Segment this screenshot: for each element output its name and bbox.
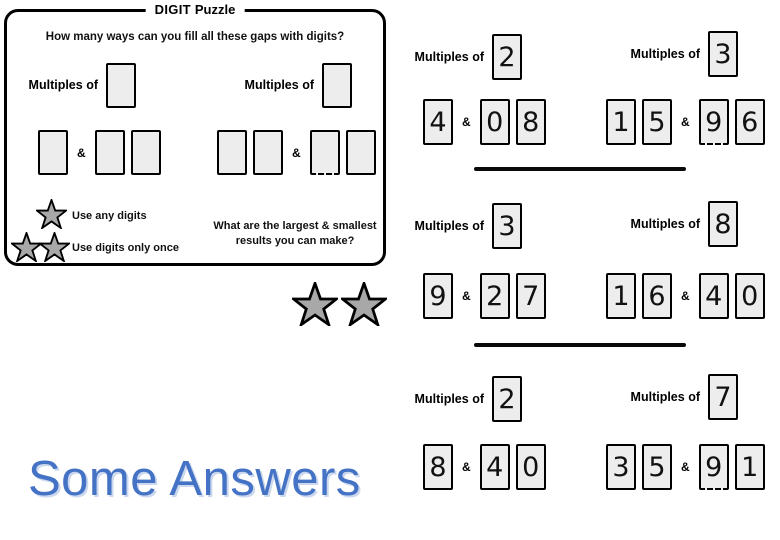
multiple-digit-box: 8 bbox=[708, 201, 738, 247]
multiples-of-label: Multiples of bbox=[414, 219, 484, 233]
answer-digit-row: 1 5 & 9 6 bbox=[606, 99, 765, 145]
multiple-digit-box: 3 bbox=[708, 31, 738, 77]
answer-digit-row: 3 5 & 9 1 bbox=[606, 444, 765, 490]
ampersand: & bbox=[681, 460, 690, 474]
multiples-of-label: Multiples of bbox=[414, 392, 484, 406]
panel-multiples-row-right: Multiples of bbox=[238, 62, 352, 108]
digit-box: 3 bbox=[606, 444, 636, 490]
panel-title-strong: DIGIT bbox=[154, 2, 191, 17]
answer-digit-row: 1 6 & 4 0 bbox=[606, 273, 765, 319]
panel-title-rest: Puzzle bbox=[194, 2, 236, 17]
multiples-of-label: Multiples of bbox=[630, 390, 700, 404]
empty-digit-box bbox=[38, 130, 68, 175]
digit-box: 4 bbox=[423, 99, 453, 145]
challenge-line-2: results you can make? bbox=[235, 235, 355, 247]
answer-block-multiples-row: Multiples of 8 bbox=[624, 201, 738, 247]
digit-box: 9 bbox=[423, 273, 453, 319]
multiple-digit-box: 2 bbox=[492, 376, 522, 422]
panel-gap-row-left: & bbox=[38, 130, 161, 175]
challenge-text: What are the largest & smallest results … bbox=[200, 219, 390, 249]
digit-box: 4 bbox=[479, 444, 510, 490]
empty-digit-box bbox=[217, 130, 247, 175]
digit-box: 7 bbox=[515, 273, 546, 319]
multiples-of-label: Multiples of bbox=[414, 50, 484, 64]
answer-block-multiples-row: Multiples of 3 bbox=[408, 203, 522, 249]
empty-digit-box bbox=[94, 130, 125, 175]
digit-box: 5 bbox=[642, 444, 672, 490]
ampersand: & bbox=[462, 289, 471, 303]
star-icon bbox=[341, 282, 387, 326]
empty-multiple-box bbox=[106, 62, 136, 108]
rule-label: Use digits only once bbox=[72, 242, 179, 254]
panel-multiples-row-left: Multiples of bbox=[22, 62, 136, 108]
empty-digit-box bbox=[130, 130, 161, 175]
digit-box: 6 bbox=[734, 99, 765, 145]
answer-block-multiples-row: Multiples of 7 bbox=[624, 374, 738, 420]
digit-box: 8 bbox=[515, 99, 546, 145]
digit-box-dotted: 9 bbox=[698, 444, 729, 490]
multiples-of-label: Multiples of bbox=[630, 47, 700, 61]
answer-block-multiples-row: Multiples of 2 bbox=[408, 376, 522, 422]
star-icon bbox=[39, 232, 70, 262]
multiple-digit-box: 2 bbox=[492, 34, 522, 80]
multiples-of-label: Multiples of bbox=[28, 78, 98, 92]
panel-gap-row-right: & bbox=[217, 130, 376, 175]
puzzle-question: How many ways can you fill all these gap… bbox=[45, 31, 345, 43]
digit-box: 2 bbox=[479, 273, 510, 319]
digit-box: 4 bbox=[698, 273, 729, 319]
empty-digit-box bbox=[345, 130, 376, 175]
digit-box-dotted: 9 bbox=[698, 99, 729, 145]
star-icon bbox=[36, 199, 67, 229]
ampersand: & bbox=[462, 460, 471, 474]
ampersand: & bbox=[681, 289, 690, 303]
digit-box: 1 bbox=[606, 273, 636, 319]
empty-digit-box-dotted bbox=[309, 130, 340, 175]
multiples-of-label: Multiples of bbox=[630, 217, 700, 231]
divider-line bbox=[474, 343, 686, 347]
star-icon bbox=[11, 232, 42, 262]
multiples-of-label: Multiples of bbox=[244, 78, 314, 92]
challenge-line-1: What are the largest & smallest bbox=[213, 220, 377, 232]
answer-digit-row: 9 & 2 7 bbox=[423, 273, 546, 319]
ampersand: & bbox=[77, 145, 86, 160]
digit-box: 0 bbox=[515, 444, 546, 490]
answer-block-multiples-row: Multiples of 2 bbox=[408, 34, 522, 80]
empty-multiple-box bbox=[322, 62, 352, 108]
digit-box: 0 bbox=[734, 273, 765, 319]
multiple-digit-box: 3 bbox=[492, 203, 522, 249]
ampersand: & bbox=[292, 145, 301, 160]
digit-box: 6 bbox=[642, 273, 672, 319]
answer-block-multiples-row: Multiples of 3 bbox=[624, 31, 738, 77]
ampersand: & bbox=[462, 115, 471, 129]
some-answers-heading: Some Answers bbox=[28, 452, 361, 506]
digit-box: 5 bbox=[642, 99, 672, 145]
rule-label: Use any digits bbox=[72, 210, 147, 222]
divider-line bbox=[474, 167, 686, 171]
digit-box: 1 bbox=[734, 444, 765, 490]
digit-box: 1 bbox=[606, 99, 636, 145]
star-icon bbox=[292, 282, 338, 326]
ampersand: & bbox=[681, 115, 690, 129]
digit-box: 0 bbox=[479, 99, 510, 145]
empty-digit-box bbox=[253, 130, 283, 175]
answer-digit-row: 8 & 4 0 bbox=[423, 444, 546, 490]
multiple-digit-box: 7 bbox=[708, 374, 738, 420]
answer-digit-row: 4 & 0 8 bbox=[423, 99, 546, 145]
digit-box: 8 bbox=[423, 444, 453, 490]
